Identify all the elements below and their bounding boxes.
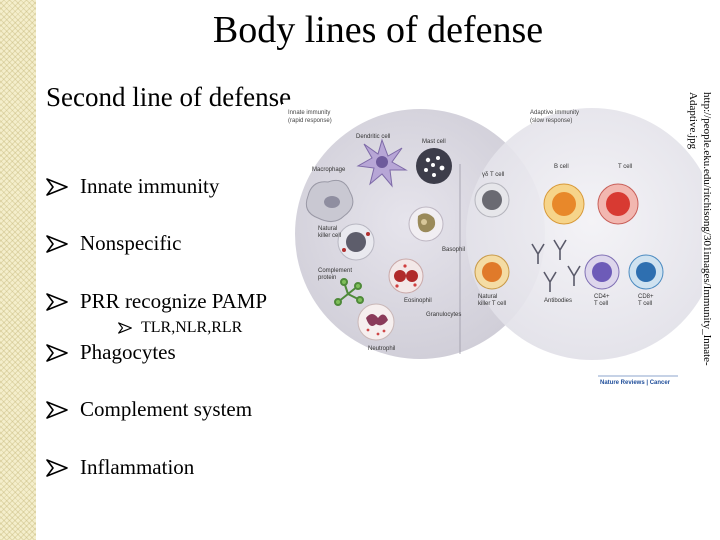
innate-header: Innate immunity: [288, 110, 330, 116]
bullet-item: Inflammation: [46, 455, 194, 480]
adaptive-subheader: (slow response): [530, 118, 572, 124]
decorative-sidebar-strip: [0, 0, 36, 540]
arrow-bullet-icon: [46, 177, 68, 196]
bullet-item: Complement system: [46, 397, 252, 422]
label-macrophage: Macrophage: [312, 167, 346, 173]
sub-bullet-item: TLR,NLR,RLR: [118, 319, 242, 337]
nk-cell-icon: [337, 223, 375, 261]
t-cell-icon: [597, 183, 639, 225]
complement-protein-icon: [334, 278, 364, 306]
bullet-text: Complement system: [80, 397, 253, 421]
bullet-item: Innate immunity: [46, 174, 219, 199]
arrow-bullet-icon: [46, 400, 68, 419]
label-granulocytes: Granulocytes: [426, 312, 461, 318]
adaptive-header: Adaptive immunity: [530, 110, 579, 116]
label-neutrophil: Neutrophil: [368, 346, 395, 352]
bullet-text: Inflammation: [80, 455, 195, 479]
label-dendritic-cell: Dendritic cell: [356, 134, 390, 140]
slide-subtitle: Second line of defense: [46, 82, 292, 112]
immunity-figure: Innate immunity (rapid response) Adaptiv…: [282, 104, 702, 392]
label-cd8-t-cell: CD8+T cell: [638, 294, 654, 307]
label-t-cell: T cell: [618, 164, 632, 170]
neutrophil-icon: [357, 303, 395, 341]
cd4-t-cell-icon: [584, 254, 620, 290]
source-url-note: http://people.eku.edu/ritchisong/301imag…: [678, 92, 714, 388]
arrow-bullet-icon: [118, 322, 132, 334]
arrow-bullet-icon: [46, 343, 68, 362]
nkt-cell-icon: [474, 254, 510, 290]
bullet-item: Nonspecific: [46, 231, 181, 256]
figure-credit: Nature Reviews | Cancer: [600, 380, 671, 386]
label-antibodies: Antibodies: [544, 298, 572, 304]
arrow-bullet-icon: [46, 234, 68, 253]
bullet-item: PRR recognize PAMP: [46, 289, 267, 314]
label-basophil: Basophil: [442, 247, 465, 253]
eosinophil-icon: [388, 258, 424, 294]
label-eosinophil: Eosinophil: [404, 298, 432, 304]
bullet-text: PRR recognize PAMP: [80, 289, 268, 313]
bullet-item: Phagocytes: [46, 340, 176, 365]
source-url-text: http://people.eku.edu/ritchisong/301imag…: [687, 92, 713, 366]
bullet-text: Innate immunity: [80, 174, 220, 198]
bullet-text: Phagocytes: [80, 340, 176, 364]
sub-bullet-text: TLR,NLR,RLR: [141, 319, 243, 336]
bullet-text: Nonspecific: [80, 231, 182, 255]
antibodies-icon: [531, 239, 581, 292]
dendritic-cell-icon: [356, 138, 408, 188]
gamma-delta-t-cell-icon: [474, 182, 510, 218]
cd8-t-cell-icon: [628, 254, 664, 290]
adaptive-circle: [466, 108, 702, 360]
b-cell-icon: [543, 183, 585, 225]
label-gamma-delta-t-cell: γδ T cell: [482, 172, 504, 178]
mast-cell-icon: [416, 148, 452, 184]
label-cd4-t-cell: CD4+T cell: [594, 294, 610, 307]
arrow-bullet-icon: [46, 292, 68, 311]
label-mast-cell: Mast cell: [422, 139, 446, 145]
slide-title: Body lines of defense: [212, 9, 544, 51]
macrophage-icon: [305, 179, 354, 222]
innate-subheader: (rapid response): [288, 118, 332, 124]
basophil-icon: [408, 206, 444, 242]
arrow-bullet-icon: [46, 458, 68, 477]
label-b-cell: B cell: [554, 164, 569, 170]
